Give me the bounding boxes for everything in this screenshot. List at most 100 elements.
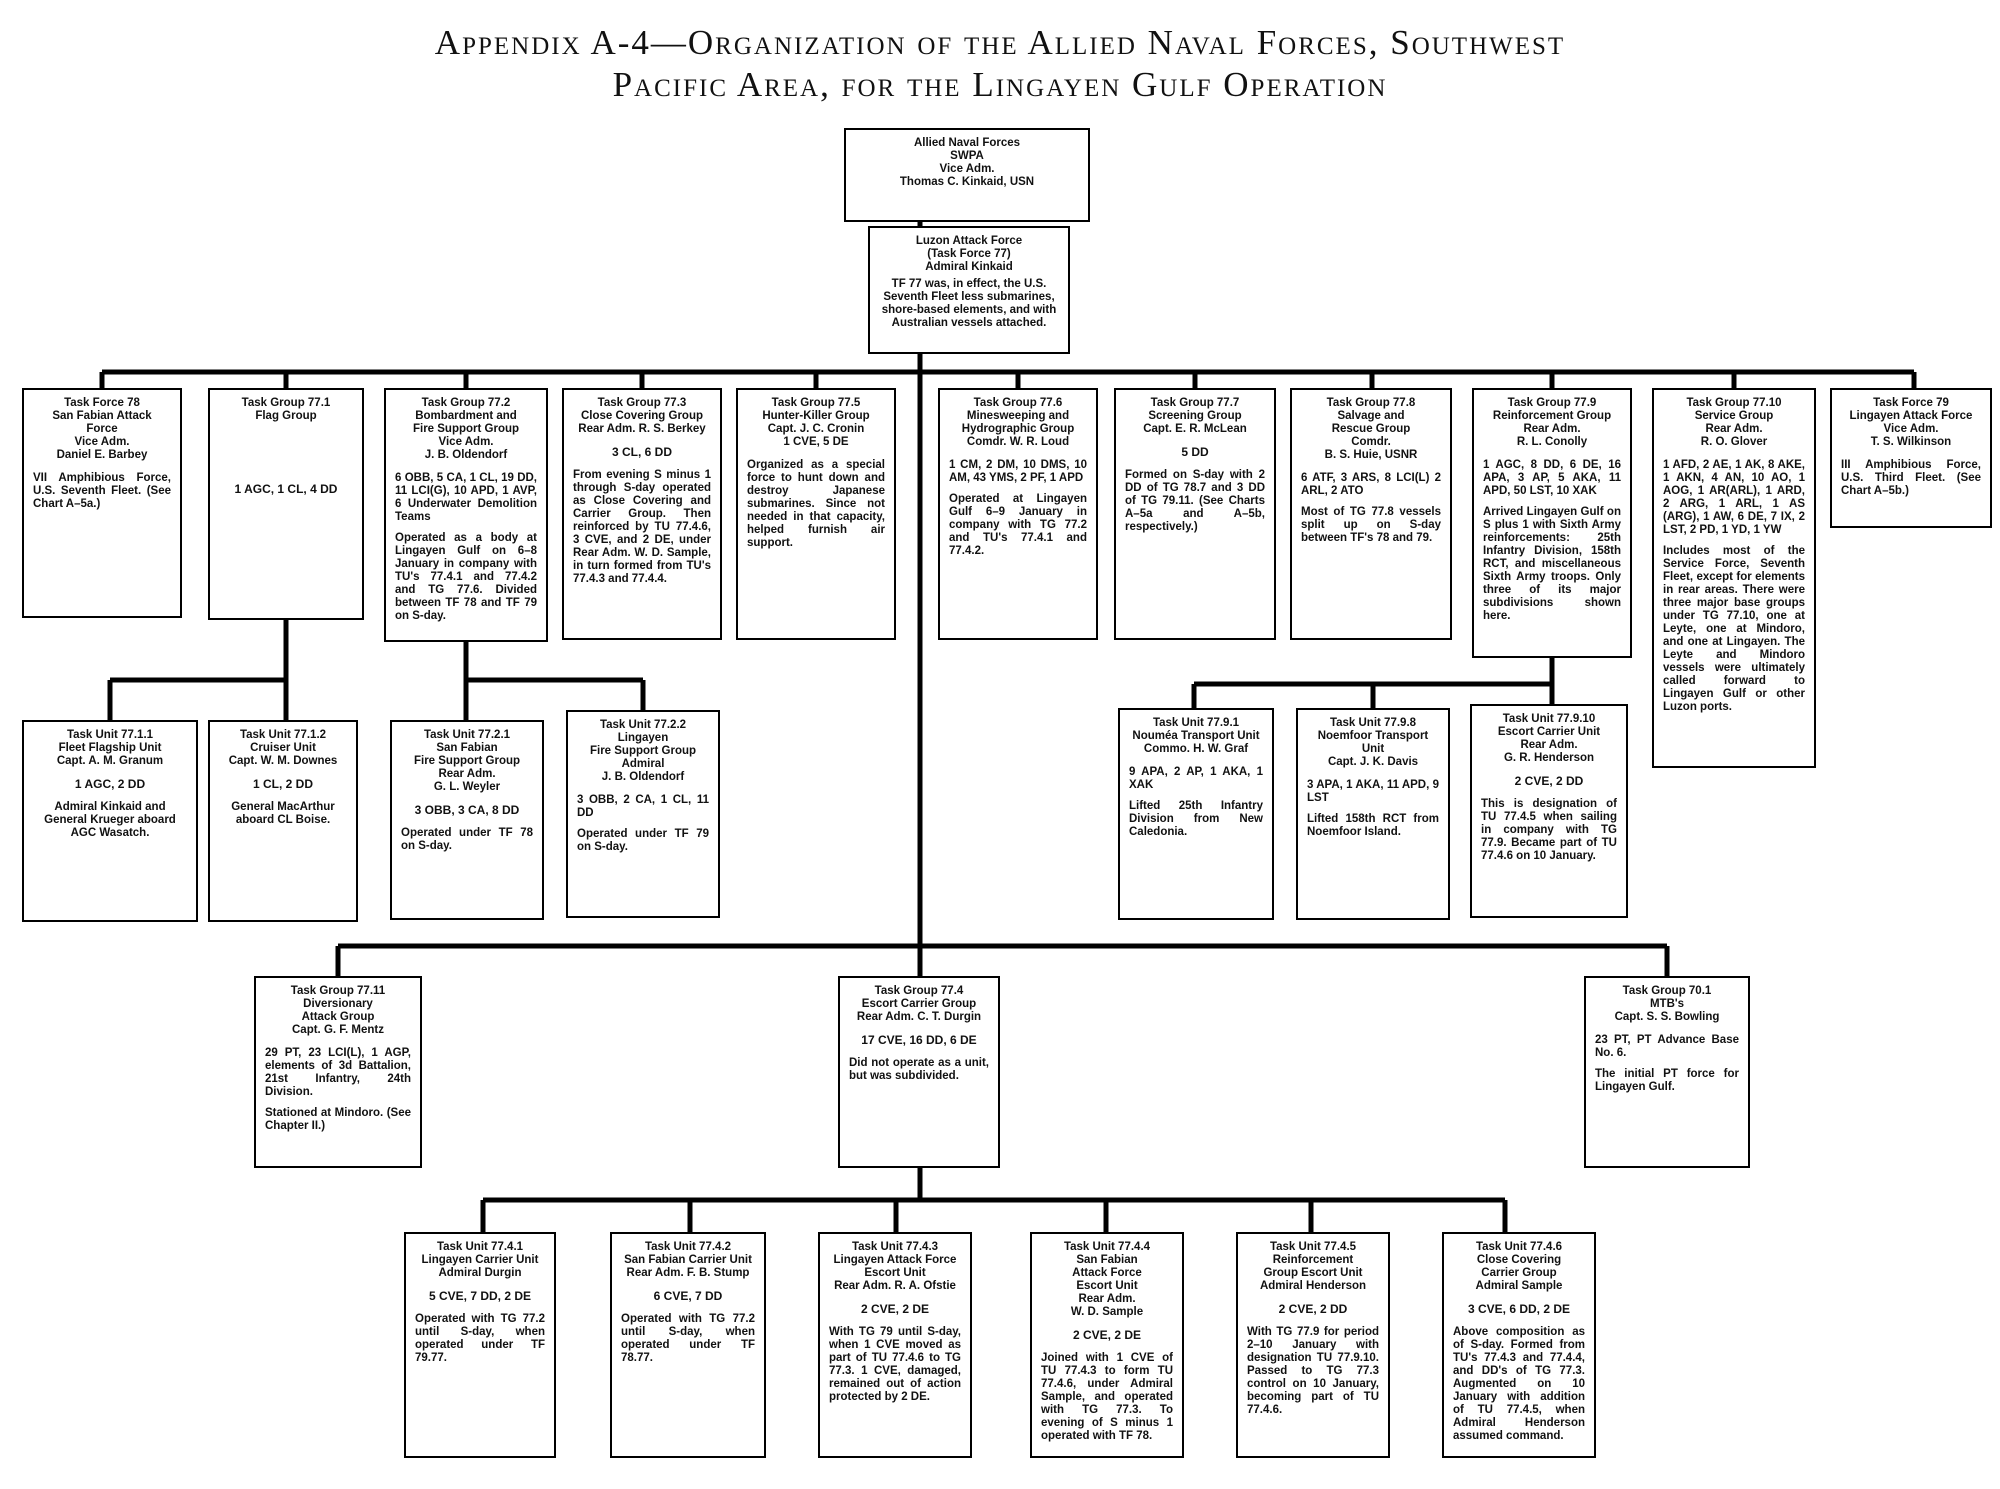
node-note: This is designation of TU 77.4.5 when sa… xyxy=(1481,798,1617,862)
node-composition: 1 AGC, 1 CL, 4 DD xyxy=(234,482,338,496)
header-line: Capt. J. K. Davis xyxy=(1327,756,1419,768)
header-line: B. S. Huie, USNR xyxy=(1324,449,1418,461)
header-line: Task Unit 77.4.6 xyxy=(1475,1241,1563,1253)
node-task-force-79: Task Force 79 Lingayen Attack Force Vice… xyxy=(1830,388,1992,528)
node-composition: 5 DD xyxy=(1181,445,1209,459)
header-line: Attack Group xyxy=(301,1011,375,1023)
header-line: Admiral Kinkaid xyxy=(925,261,1013,273)
header-line: Fire Support Group xyxy=(413,755,521,767)
node-task-unit-77-2-1: Task Unit 77.2.1 San Fabian Fire Support… xyxy=(390,720,544,920)
header-line: Luzon Attack Force xyxy=(915,235,1023,247)
node-note: From evening S minus 1 through S-day ope… xyxy=(573,469,711,585)
node-composition: 2 CVE, 2 DD xyxy=(1514,774,1584,788)
header-line: Rear Adm. C. T. Durgin xyxy=(856,1011,982,1023)
header-line: R. L. Conolly xyxy=(1516,436,1588,448)
header-line: Admiral Sample xyxy=(1475,1280,1563,1292)
header-line: Capt. E. R. McLean xyxy=(1143,423,1247,435)
node-task-unit-77-4-5: Task Unit 77.4.5 Reinforcement Group Esc… xyxy=(1236,1232,1390,1458)
node-note: VII Amphibious Force, U.S. Seventh Fleet… xyxy=(33,472,171,510)
header-line: Task Unit 77.2.1 xyxy=(423,729,511,741)
node-note: With TG 79 until S-day, when 1 CVE moved… xyxy=(829,1326,961,1403)
header-line: Task Unit 77.1.1 xyxy=(66,729,154,741)
header-line: Task Group 77.10 xyxy=(1686,397,1782,409)
header-line: Lingayen Attack Force xyxy=(833,1254,957,1266)
node-note: Formed on S-day with 2 DD of TG 78.7 and… xyxy=(1125,469,1265,533)
title-line-1: Appendix A-4—Organization of the Allied … xyxy=(434,23,1566,62)
node-header: Task Group 77.6 Minesweeping and Hydrogr… xyxy=(949,397,1087,449)
header-line: Attack Force xyxy=(1072,1267,1142,1279)
header-line: Task Group 77.7 xyxy=(1150,397,1240,409)
header-line: Rear Adm. xyxy=(1520,739,1578,751)
page-title: Appendix A-4—Organization of the Allied … xyxy=(0,22,2000,106)
header-line: Vice Adm. xyxy=(74,436,130,448)
node-note: Arrived Lingayen Gulf on S plus 1 with S… xyxy=(1483,506,1621,622)
header-line: Minesweeping and xyxy=(966,410,1070,422)
header-line: Task Group 77.9 xyxy=(1507,397,1597,409)
header-line: Fire Support Group xyxy=(589,745,697,757)
header-line: Thomas C. Kinkaid, USN xyxy=(899,176,1035,188)
header-line: Task Unit 77.4.3 xyxy=(851,1241,939,1253)
node-header: Task Unit 77.4.2 San Fabian Carrier Unit… xyxy=(621,1241,755,1280)
node-note: 1 AGC, 8 DD, 6 DE, 16 APA, 3 AP, 5 AKA, … xyxy=(1483,459,1621,497)
node-task-unit-77-4-3: Task Unit 77.4.3 Lingayen Attack Force E… xyxy=(818,1232,972,1458)
node-header: Task Group 77.4 Escort Carrier Group Rea… xyxy=(849,985,989,1024)
node-header: Allied Naval Forces SWPA Vice Adm. Thoma… xyxy=(855,137,1079,189)
node-header: Task Unit 77.4.3 Lingayen Attack Force E… xyxy=(829,1241,961,1293)
node-composition: 5 CVE, 7 DD, 2 DE xyxy=(428,1289,532,1303)
header-line: T. S. Wilkinson xyxy=(1870,436,1952,448)
node-task-group-77-1: Task Group 77.1 Flag Group 1 AGC, 1 CL, … xyxy=(208,388,364,620)
node-note: 23 PT, PT Advance Base No. 6. xyxy=(1595,1034,1739,1059)
header-line: Screening Group xyxy=(1148,410,1242,422)
header-line: Diversionary xyxy=(303,998,373,1010)
node-note: Admiral Kinkaid and General Krueger aboa… xyxy=(44,801,176,839)
header-line: Task Group 77.4 xyxy=(874,985,964,997)
header-line: San Fabian xyxy=(436,742,498,754)
node-header: Task Group 77.8 Salvage and Rescue Group… xyxy=(1301,397,1441,462)
header-line: Task Group 77.8 xyxy=(1326,397,1416,409)
header-line: Allied Naval Forces xyxy=(913,137,1021,149)
node-note: Includes most of the Service Force, Seve… xyxy=(1663,545,1805,713)
node-composition: 17 CVE, 16 DD, 6 DE xyxy=(861,1033,977,1047)
node-note: Operated as a body at Lingayen Gulf on 6… xyxy=(395,532,537,622)
header-line: Capt. G. F. Mentz xyxy=(292,1024,384,1036)
node-note: Did not operate as a unit, but was subdi… xyxy=(849,1057,989,1082)
header-line: Task Unit 77.1.2 xyxy=(239,729,327,741)
node-header: Task Unit 77.4.6 Close Covering Carrier … xyxy=(1453,1241,1585,1293)
node-note: General MacArthur aboard CL Boise. xyxy=(231,801,335,826)
node-task-unit-77-2-2: Task Unit 77.2.2 Lingayen Fire Support G… xyxy=(566,710,720,918)
header-line: Escort Unit xyxy=(1076,1280,1138,1292)
node-task-unit-77-9-10: Task Unit 77.9.10 Escort Carrier Unit Re… xyxy=(1470,704,1628,918)
node-header: Task Group 77.1 Flag Group xyxy=(219,397,353,423)
header-line: Admiral Durgin xyxy=(438,1267,522,1279)
node-header: Luzon Attack Force (Task Force 77) Admir… xyxy=(879,235,1059,274)
header-line: Vice Adm. xyxy=(1883,423,1939,435)
header-line: Escort Carrier Unit xyxy=(1497,726,1601,738)
header-line: Lingayen xyxy=(617,732,669,744)
header-line: Capt. J. C. Cronin xyxy=(767,423,865,435)
header-line: Fleet Flagship Unit xyxy=(58,742,162,754)
node-composition: 2 CVE, 2 DD xyxy=(1278,1302,1348,1316)
header-line: Capt. W. M. Downes xyxy=(228,755,338,767)
node-header: Task Unit 77.9.10 Escort Carrier Unit Re… xyxy=(1481,713,1617,765)
header-line: G. R. Henderson xyxy=(1503,752,1595,764)
header-line: Reinforcement Group xyxy=(1492,410,1612,422)
node-composition: 6 CVE, 7 DD xyxy=(653,1289,723,1303)
node-note: With TG 77.9 for period 2–10 January wit… xyxy=(1247,1326,1379,1416)
header-line: Carrier Group xyxy=(1481,1267,1557,1279)
header-line: Escort Unit xyxy=(864,1267,926,1279)
node-task-force-78: Task Force 78 San Fabian Attack Force Vi… xyxy=(22,388,182,618)
header-line: Task Group 77.6 xyxy=(973,397,1063,409)
connector-lines xyxy=(99,220,1917,1232)
node-task-unit-77-4-4: Task Unit 77.4.4 San Fabian Attack Force… xyxy=(1030,1232,1184,1458)
node-task-unit-77-9-1: Task Unit 77.9.1 Nouméa Transport Unit C… xyxy=(1118,708,1274,920)
node-task-unit-77-4-6: Task Unit 77.4.6 Close Covering Carrier … xyxy=(1442,1232,1596,1458)
header-line: J. B. Oldendorf xyxy=(601,771,685,783)
node-note: 3 APA, 1 AKA, 11 APD, 9 LST xyxy=(1307,779,1439,804)
node-header: Task Group 70.1 MTB's Capt. S. S. Bowlin… xyxy=(1595,985,1739,1024)
node-header: Task Unit 77.4.4 San Fabian Attack Force… xyxy=(1041,1241,1173,1319)
header-line: Comdr. xyxy=(1351,436,1391,448)
node-header: Task Group 77.11 Diversionary Attack Gro… xyxy=(265,985,411,1037)
node-note: Stationed at Mindoro. (See Chapter II.) xyxy=(265,1107,411,1132)
header-line: Lingayen Attack Force xyxy=(1849,410,1973,422)
header-line: Service Group xyxy=(1694,410,1774,422)
